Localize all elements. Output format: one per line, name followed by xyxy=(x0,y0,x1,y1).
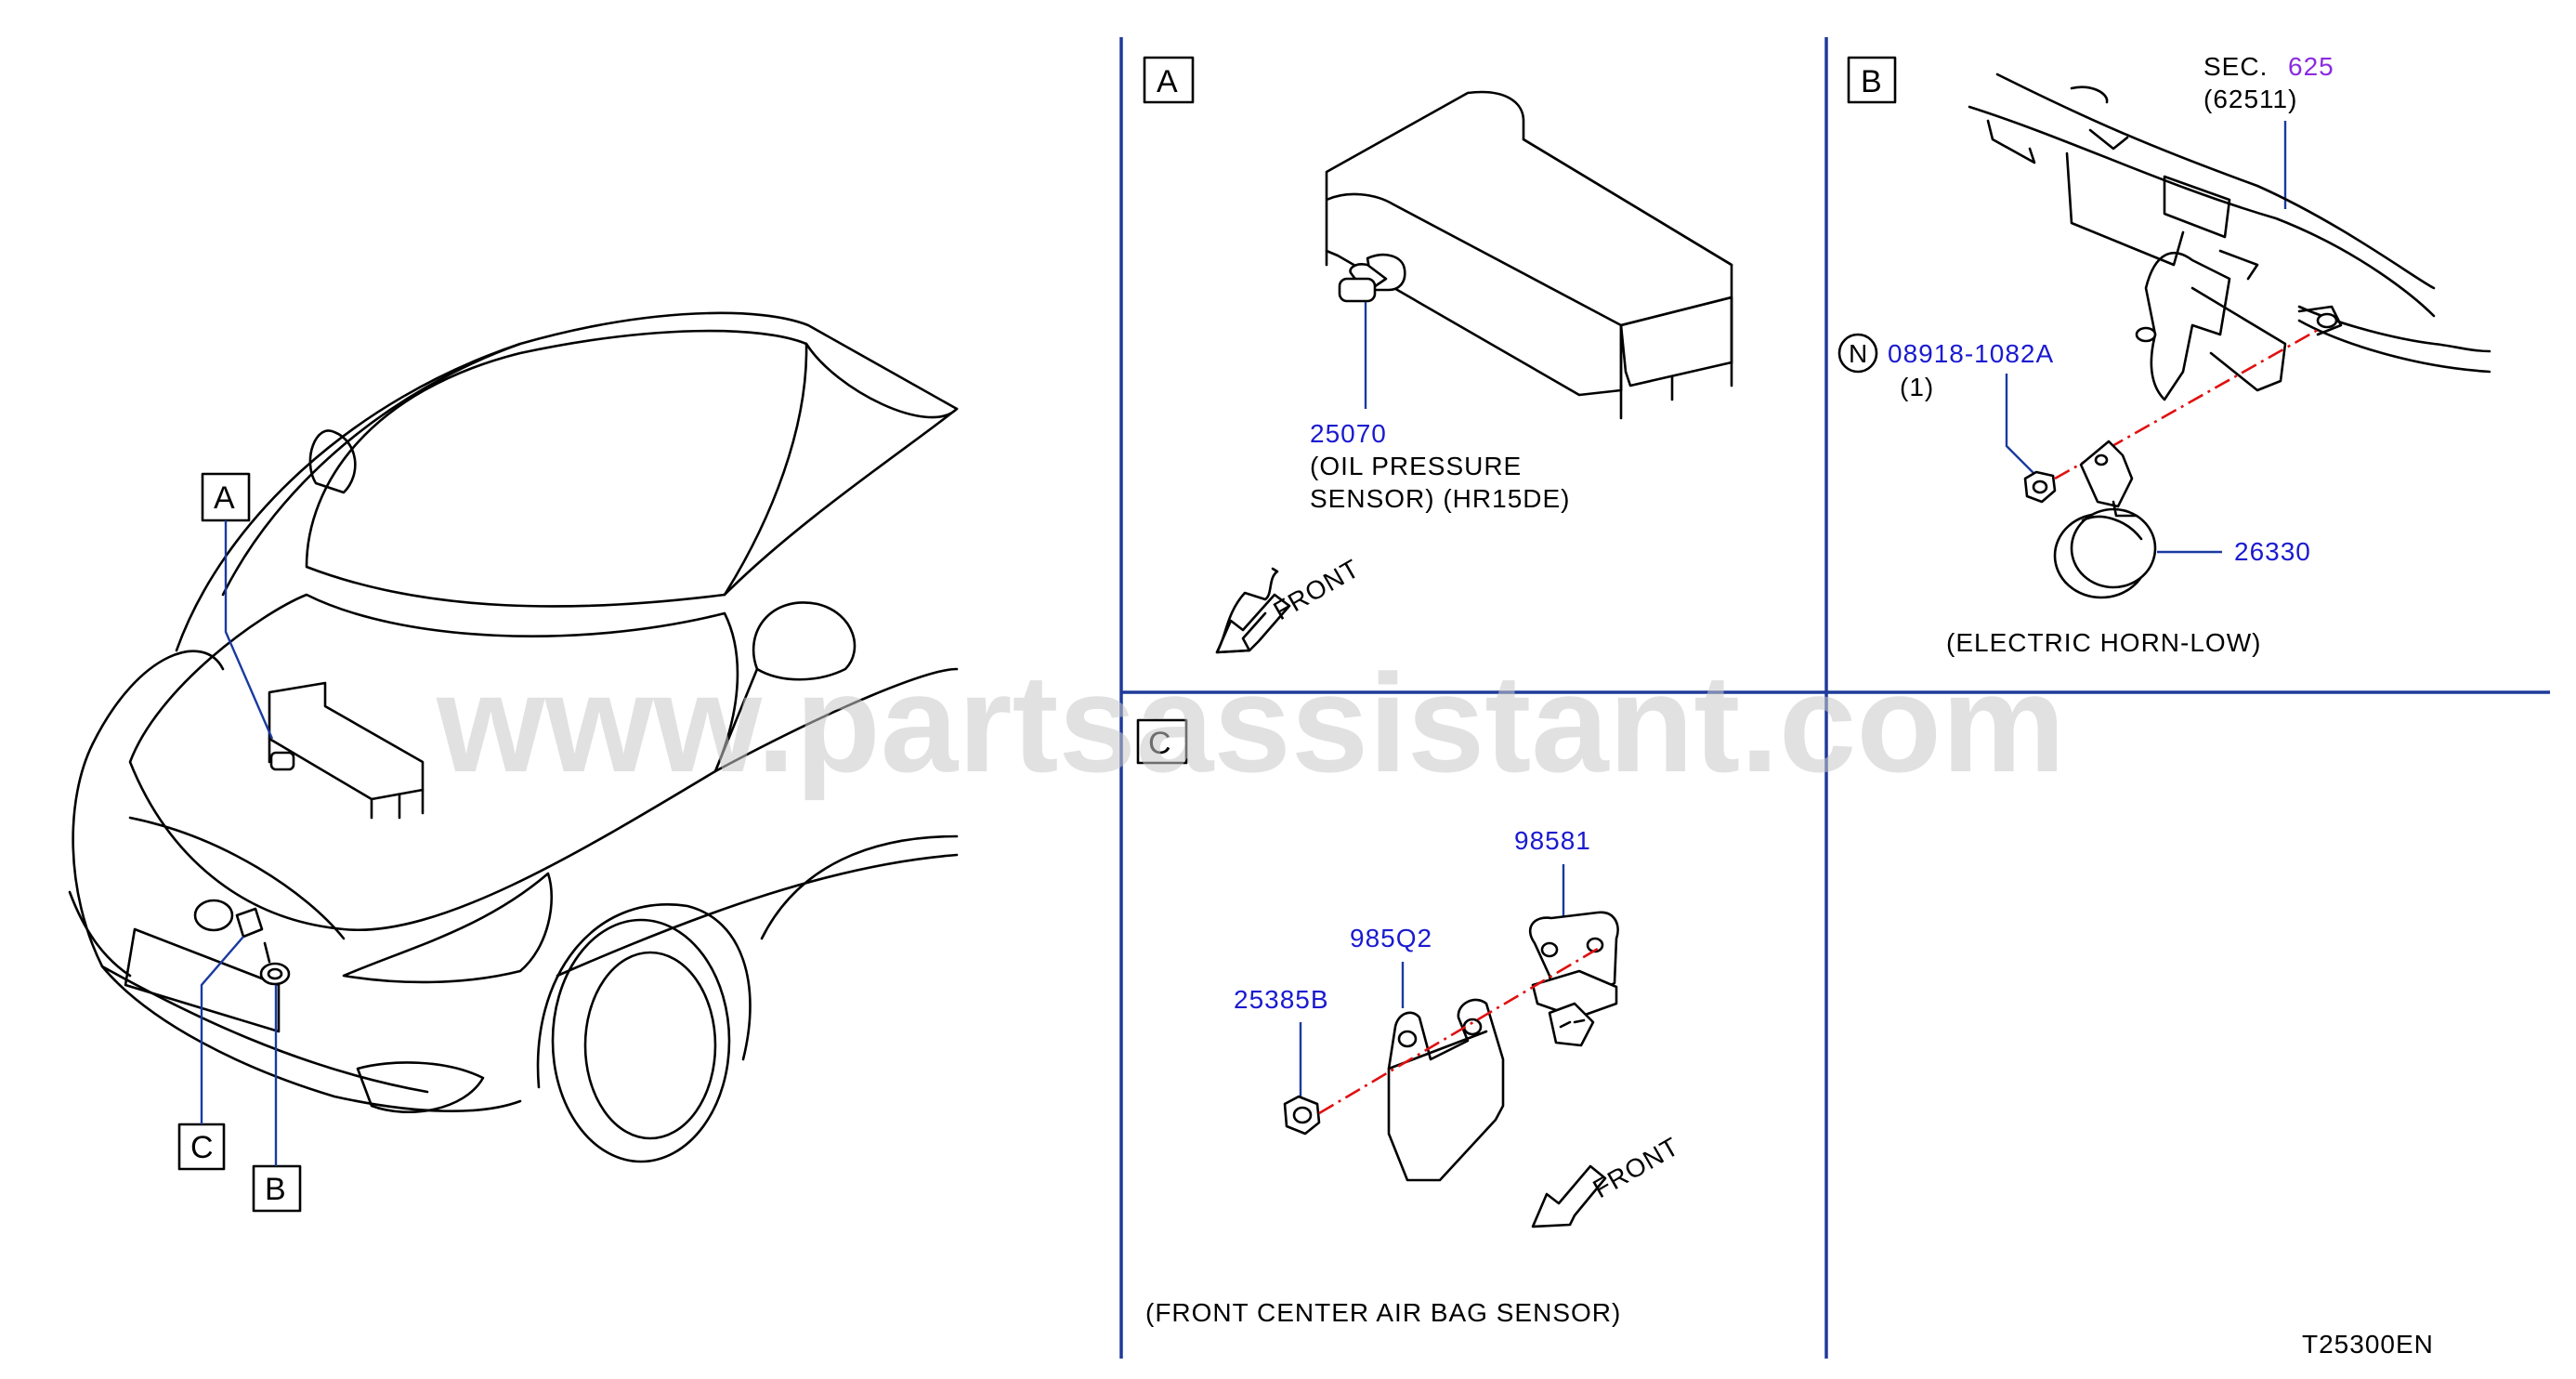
engine-block xyxy=(1325,90,1733,397)
sec-sub-number: (62511) xyxy=(2203,85,2297,113)
hex-nut-icon[interactable] xyxy=(2023,470,2057,504)
flange-nut-icon[interactable] xyxy=(1283,1095,1321,1136)
sensor-bracket-icon[interactable] xyxy=(1387,998,1505,1182)
front-label-c: FRONT xyxy=(1589,1132,1684,1204)
part-number-98581[interactable]: 98581 xyxy=(1514,826,1591,855)
panel-c: C 98581 985Q2 25385B xyxy=(1136,718,1684,1327)
part-number-985q2[interactable]: 985Q2 xyxy=(1350,924,1432,952)
callout-b-label: B xyxy=(265,1172,286,1207)
overview-callout-b[interactable]: B xyxy=(252,985,302,1213)
part-number-25070[interactable]: 25070 xyxy=(1310,419,1387,448)
sec-number-link[interactable]: 625 xyxy=(2288,52,2334,81)
panel-c-box-label: C xyxy=(1136,718,1188,765)
overview-callout-a[interactable]: A xyxy=(201,472,274,740)
airbag-sensor-caption: (FRONT CENTER AIR BAG SENSOR) xyxy=(1145,1298,1621,1327)
part-number-25385b[interactable]: 25385B xyxy=(1234,985,1329,1014)
panel-b: B SEC. 625 (62511) N 08918 xyxy=(1837,52,2491,657)
part-number-08918-1082a[interactable]: 08918-1082A xyxy=(1888,339,2054,368)
oil-pressure-desc-line1: (OIL PRESSURE xyxy=(1310,452,1522,480)
panel-b-box-label: B xyxy=(1847,56,1897,104)
callout-a-label: A xyxy=(214,480,235,516)
diagram-code: T25300EN xyxy=(2302,1330,2434,1359)
radiator-core-support xyxy=(1968,72,2491,401)
nut-quantity: (1) xyxy=(1900,373,1934,401)
panel-a: A 25070 (OIL PRESSURE SENSOR) (HR15DE) F… xyxy=(1143,56,1733,654)
overview-callout-c[interactable]: C xyxy=(177,936,244,1171)
svg-text:N: N xyxy=(1849,339,1868,368)
oil-pressure-desc-line2: SENSOR) (HR15DE) xyxy=(1310,484,1570,513)
part-number-26330[interactable]: 26330 xyxy=(2234,537,2311,566)
oil-pressure-sensor-icon[interactable] xyxy=(1338,254,1406,303)
panel-dividers xyxy=(1119,37,2550,1359)
sec-prefix: SEC. xyxy=(2203,52,2268,81)
front-center-airbag-sensor-icon[interactable] xyxy=(1528,911,1619,1047)
callout-c-label: C xyxy=(190,1130,214,1165)
electric-horn-icon[interactable] xyxy=(2053,440,2157,599)
watermark-text: www.partsassistant.com xyxy=(436,645,2065,801)
svg-text:A: A xyxy=(1157,64,1178,99)
electric-horn-caption: (ELECTRIC HORN-LOW) xyxy=(1946,628,2261,657)
front-arrow-a: FRONT xyxy=(1215,554,1365,654)
front-arrow-c: FRONT xyxy=(1531,1132,1684,1228)
nut-symbol-icon: N xyxy=(1837,333,1878,374)
svg-text:C: C xyxy=(1148,726,1171,761)
car-overview-drawing xyxy=(68,311,959,1163)
panel-a-box-label: A xyxy=(1143,56,1195,104)
svg-text:B: B xyxy=(1861,64,1882,99)
front-label-a: FRONT xyxy=(1269,554,1365,626)
